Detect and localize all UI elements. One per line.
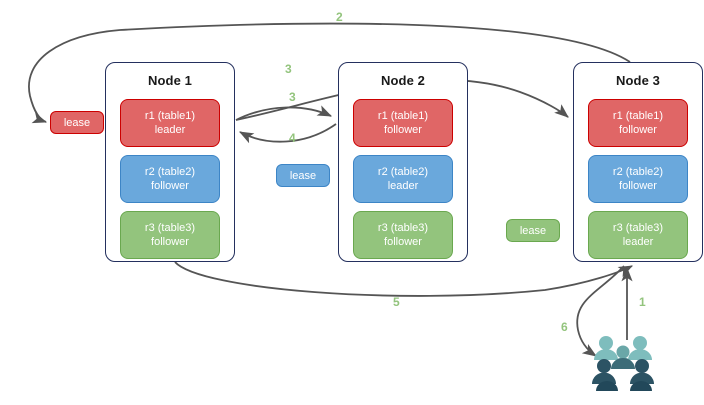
replica-role: leader	[154, 124, 186, 136]
step-label-3a: 3	[285, 62, 292, 76]
node-title: Node 1	[148, 73, 192, 88]
replica-role: leader	[622, 236, 654, 248]
lease-badge-red[interactable]: lease	[50, 111, 104, 134]
edge-step-4	[239, 123, 337, 144]
users-front-bottom	[596, 381, 652, 391]
replica-role: follower	[619, 180, 657, 192]
replica-chip[interactable]: r2 (table2) leader	[353, 155, 453, 203]
replica-role: follower	[151, 180, 189, 192]
replica-chip[interactable]: r1 (table1) follower	[353, 99, 453, 147]
lease-badge-blue[interactable]: lease	[276, 164, 330, 187]
replica-chip[interactable]: r3 (table3) leader	[588, 211, 688, 259]
lease-label: lease	[519, 224, 547, 237]
step-label-3b: 3	[289, 90, 296, 104]
replica-role: follower	[384, 124, 422, 136]
lease-badge-green[interactable]: lease	[506, 219, 560, 242]
replica-role: leader	[387, 180, 419, 192]
replica-name: r1 (table1)	[144, 110, 196, 122]
node-box-3[interactable]: Node 3 r1 (table1) follower r2 (table2) …	[573, 62, 703, 262]
node-box-2[interactable]: Node 2 r1 (table1) follower r2 (table2) …	[338, 62, 468, 262]
step-label-2: 2	[336, 10, 343, 24]
replica-name: r3 (table3)	[612, 222, 664, 234]
node-title: Node 3	[616, 73, 660, 88]
node-title: Node 2	[381, 73, 425, 88]
users-front-center	[611, 358, 635, 369]
replica-role: follower	[151, 236, 189, 248]
replica-chip[interactable]: r2 (table2) follower	[120, 155, 220, 203]
replica-chip[interactable]: r3 (table3) follower	[353, 211, 453, 259]
node-box-1[interactable]: Node 1 r1 (table1) leader r2 (table2) fo…	[105, 62, 235, 262]
replica-chip[interactable]: r1 (table1) follower	[588, 99, 688, 147]
replica-name: r2 (table2)	[612, 166, 664, 178]
replica-name: r3 (table3)	[377, 222, 429, 234]
replica-chip[interactable]: r2 (table2) follower	[588, 155, 688, 203]
step-label-6: 6	[561, 320, 568, 334]
step-label-1: 1	[639, 295, 646, 309]
replica-chip[interactable]: r1 (table1) leader	[120, 99, 220, 147]
replica-name: r1 (table1)	[377, 110, 429, 122]
replica-name: r1 (table1)	[612, 110, 664, 122]
lease-label: lease	[63, 116, 91, 129]
step-label-4: 4	[289, 131, 296, 145]
users-group-icon	[592, 336, 654, 391]
users-front-row	[592, 359, 654, 384]
replica-chip[interactable]: r3 (table3) follower	[120, 211, 220, 259]
lease-label: lease	[289, 169, 317, 182]
replica-name: r2 (table2)	[144, 166, 196, 178]
step-label-5: 5	[393, 295, 400, 309]
edge-step-5	[174, 261, 633, 297]
replica-name: r3 (table3)	[144, 222, 196, 234]
replica-role: follower	[619, 124, 657, 136]
replica-role: follower	[384, 236, 422, 248]
edge-step-3-short	[235, 105, 332, 121]
replica-name: r2 (table2)	[377, 166, 429, 178]
